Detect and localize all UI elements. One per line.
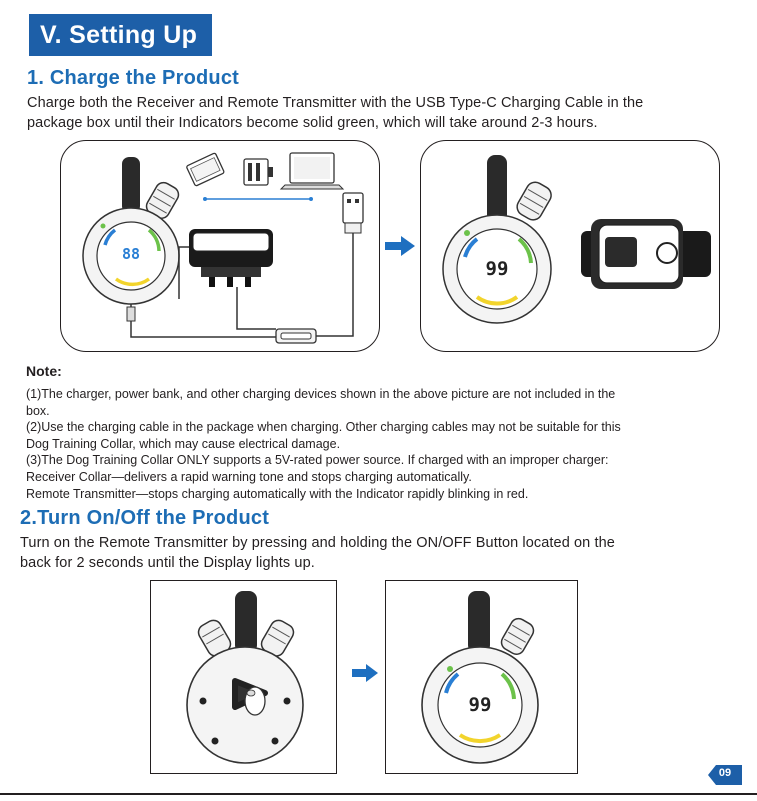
- charge-text-line-1: Charge both the Receiver and Remote Tran…: [27, 95, 644, 111]
- antenna-icon: [235, 591, 257, 653]
- charge-text-line-2: package box until their Indicators becom…: [27, 115, 598, 131]
- note-title: Note:: [26, 363, 62, 379]
- note-line: Dog Training Collar, which may cause ele…: [26, 436, 341, 451]
- antenna-icon: [468, 591, 490, 653]
- knob-icon: [516, 181, 552, 221]
- page-number: 09: [718, 767, 732, 779]
- power-heading: 2.Turn On/Off the Product: [20, 507, 270, 529]
- page-badge-shape: [708, 765, 742, 785]
- note-list: (1)The charger, power bank, and other ch…: [26, 386, 726, 502]
- usb-a-plug: [342, 192, 364, 224]
- antenna-icon: [487, 155, 507, 223]
- transmitter-back-drawing: [186, 591, 304, 764]
- power-bank-icon: [186, 152, 225, 187]
- note-line: (2)Use the charging cable in the package…: [26, 420, 621, 435]
- arrow-right-icon: [385, 236, 415, 256]
- wall-charger-icon: [243, 158, 273, 186]
- charging-setup-drawing: 88: [82, 152, 364, 344]
- bottom-divider: [0, 793, 757, 795]
- note-line: Remote Transmitter—stops charging automa…: [26, 486, 529, 501]
- section-title: V. Setting Up: [29, 14, 212, 56]
- arrow-right-icon: [352, 664, 378, 682]
- charging-setup-illustration: 88: [60, 140, 380, 352]
- note-line: Receiver Collar—delivers a rapid warning…: [26, 469, 472, 484]
- transmitter-display-digits: 99: [469, 694, 492, 716]
- charge-heading: 1. Charge the Product: [27, 67, 240, 89]
- power-adapter-icon: [189, 229, 273, 287]
- transmitter-display-digits: 99: [486, 258, 509, 280]
- note-line: (3)The Dog Training Collar ONLY supports…: [26, 453, 609, 468]
- transmitter-on-drawing: 99: [421, 591, 539, 764]
- charging-cable: [130, 304, 276, 338]
- laptop-icon: [279, 152, 345, 190]
- power-text-line-2: back for 2 seconds until the Display lig…: [20, 555, 315, 571]
- antenna-icon: [122, 157, 140, 213]
- transmitter-on-illustration: 99: [385, 580, 578, 774]
- charged-state-drawing: 99: [442, 155, 711, 324]
- transmitter-display-digits: 88: [122, 245, 140, 263]
- receiver-collar-icon: [581, 219, 711, 289]
- knob-icon: [500, 617, 535, 655]
- charged-state-illustration: 99: [420, 140, 720, 352]
- note-line: (1)The charger, power bank, and other ch…: [26, 387, 616, 401]
- knob-icon: [145, 181, 180, 219]
- transmitter-back-illustration: [150, 580, 337, 774]
- page-number-badge: 09: [708, 763, 742, 787]
- knob-icon: [260, 619, 295, 657]
- note-line: box.: [26, 403, 50, 418]
- power-text-line-1: Turn on the Remote Transmitter by pressi…: [20, 535, 615, 551]
